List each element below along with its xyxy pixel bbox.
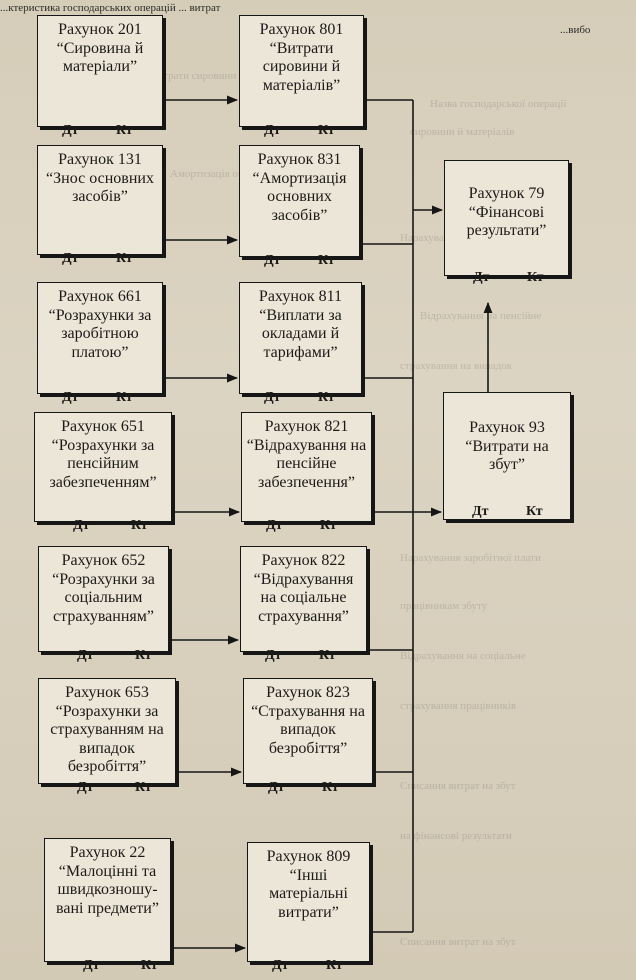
debit-label: Дт	[264, 390, 281, 405]
account-box-201: Рахунок 201 “Сировина й матеріали” Дт Кт	[37, 15, 163, 138]
debit-label: Дт	[264, 123, 281, 138]
account-description: “Розрахунки за заробітною платою”	[48, 306, 152, 361]
account-title: Рахунок 93	[469, 419, 545, 436]
account-title: Рахунок 823	[266, 684, 350, 701]
account-box-801: Рахунок 801 “Витрати сировини й матеріал…	[239, 15, 364, 138]
account-title: Рахунок 822	[261, 552, 346, 569]
account-box-79: Рахунок 79 “Фінансові результати” Дт Кт	[444, 160, 569, 285]
credit-label: Кт	[320, 518, 337, 533]
credit-label: Кт	[318, 123, 335, 138]
account-title: Рахунок 131	[58, 151, 142, 168]
debit-label: Дт	[77, 648, 94, 663]
account-box-821: Рахунок 821 “Відрахування на пенсійне за…	[241, 412, 372, 533]
debit-label: Дт	[62, 251, 79, 266]
account-box-22: Рахунок 22 “Малоцінні та швидкозношу-ван…	[44, 838, 171, 973]
account-description: “Страхування на випадок безробіття”	[251, 702, 365, 757]
header-line-2: ...вибо	[560, 24, 591, 36]
account-description: “Знос основних засобів”	[46, 169, 154, 206]
account-title: Рахунок 651	[61, 418, 145, 435]
account-title: Рахунок 821	[264, 418, 349, 435]
account-description: “Виплати за окладами й тарифами”	[259, 306, 342, 361]
account-title: Рахунок 801	[259, 21, 344, 38]
debit-label: Дт	[266, 518, 283, 533]
account-box-661: Рахунок 661 “Розрахунки за заробітною пл…	[37, 282, 163, 405]
account-description: “Відрахування на пенсійне забезпечення”	[246, 436, 367, 491]
debit-label: Дт	[264, 253, 281, 268]
debit-label: Дт	[265, 648, 282, 663]
credit-label: Кт	[141, 958, 158, 973]
account-title: Рахунок 653	[65, 684, 149, 701]
account-box-651: Рахунок 651 “Розрахунки за пенсійним заб…	[34, 412, 172, 533]
credit-label: Кт	[135, 648, 152, 663]
account-description: “Розрахунки за соціальним страхуванням”	[52, 570, 155, 625]
account-description: “Інші матеріальні витрати”	[269, 866, 348, 921]
debit-label: Дт	[62, 123, 79, 138]
account-description: “Амортизація основних засобів”	[252, 169, 347, 224]
credit-label: Кт	[527, 270, 544, 285]
credit-label: Кт	[318, 253, 335, 268]
credit-label: Кт	[135, 780, 152, 795]
debit-label: Дт	[268, 780, 285, 795]
debit-label: Дт	[77, 780, 94, 795]
credit-label: Кт	[116, 251, 133, 266]
account-title: Рахунок 811	[258, 288, 343, 305]
credit-label: Кт	[322, 780, 339, 795]
debit-label: Дт	[73, 518, 90, 533]
account-title: Рахунок 661	[58, 288, 142, 305]
credit-label: Кт	[116, 390, 133, 405]
account-title: Рахунок 201	[58, 21, 142, 38]
account-title: Рахунок 831	[257, 151, 342, 168]
account-description: “Малоцінні та швидкозношу-вані предмети”	[56, 862, 159, 917]
credit-label: Кт	[319, 648, 336, 663]
account-title: Рахунок 22	[69, 844, 146, 861]
debit-label: Дт	[272, 958, 289, 973]
account-box-831: Рахунок 831 “Амортизація основних засобі…	[239, 145, 360, 268]
debit-label: Дт	[472, 504, 489, 519]
account-description: “Витрати на збут”	[465, 437, 549, 474]
account-box-652: Рахунок 652 “Розрахунки за соціальним ст…	[38, 546, 169, 663]
account-description: “Відрахування на соціальне страхування”	[253, 570, 354, 625]
account-title: Рахунок 809	[266, 848, 351, 865]
account-description: “Сировина й матеріали”	[56, 39, 144, 76]
debit-label: Дт	[62, 390, 79, 405]
account-description: “Фінансові результати”	[466, 203, 547, 240]
account-box-93: Рахунок 93 “Витрати на збут” Дт Кт	[443, 392, 571, 520]
account-description: “Розрахунки за страхуванням на випадок б…	[50, 702, 164, 776]
debit-label: Дт	[473, 270, 490, 285]
credit-label: Кт	[318, 390, 335, 405]
account-title: Рахунок 652	[61, 552, 146, 569]
credit-label: Кт	[526, 504, 543, 519]
account-box-131: Рахунок 131 “Знос основних засобів” Дт Кт	[37, 145, 163, 266]
account-box-822: Рахунок 822 “Відрахування на соціальне с…	[240, 546, 367, 663]
credit-label: Кт	[116, 123, 133, 138]
account-title: Рахунок 79	[468, 185, 545, 202]
account-box-809: Рахунок 809 “Інші матеріальні витрати” Д…	[247, 842, 370, 973]
credit-label: Кт	[326, 958, 343, 973]
credit-label: Кт	[131, 518, 148, 533]
account-box-653: Рахунок 653 “Розрахунки за страхуванням …	[38, 678, 176, 795]
header-line-1: ...ктеристика господарських операцій ...…	[0, 2, 221, 14]
account-box-811: Рахунок 811 “Виплати за окладами й тариф…	[239, 282, 362, 405]
debit-label: Дт	[83, 958, 100, 973]
account-description: “Витрати сировини й матеріалів”	[262, 39, 341, 94]
account-description: “Розрахунки за пенсійним забезпеченням”	[49, 436, 157, 491]
account-box-823: Рахунок 823 “Страхування на випадок безр…	[243, 678, 373, 795]
